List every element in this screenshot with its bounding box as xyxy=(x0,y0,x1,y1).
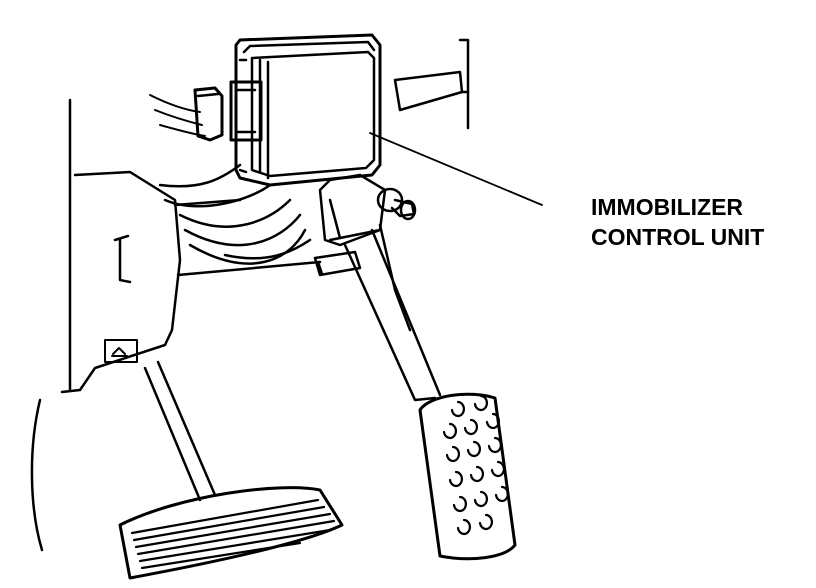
callout-label: IMMOBILIZER CONTROL UNIT xyxy=(591,192,764,252)
callout-label-line2: CONTROL UNIT xyxy=(591,224,765,250)
right-pedal-pad xyxy=(420,394,515,559)
callout-label-line1: IMMOBILIZER xyxy=(591,194,744,220)
dashboard-lower-panel xyxy=(32,100,320,550)
left-pedal-pad xyxy=(120,488,342,578)
left-pedal-arm xyxy=(145,362,215,500)
pedal-bracket xyxy=(320,175,385,245)
wire-harness xyxy=(150,95,310,264)
upper-right-bracket xyxy=(395,40,468,128)
callout-leader-line xyxy=(370,133,542,205)
immobilizer-control-unit xyxy=(231,35,380,185)
brake-switch xyxy=(378,189,415,219)
harness-connector-plug xyxy=(195,88,222,140)
pedal-link-rod xyxy=(315,252,360,275)
right-pedal-arm xyxy=(345,225,440,400)
